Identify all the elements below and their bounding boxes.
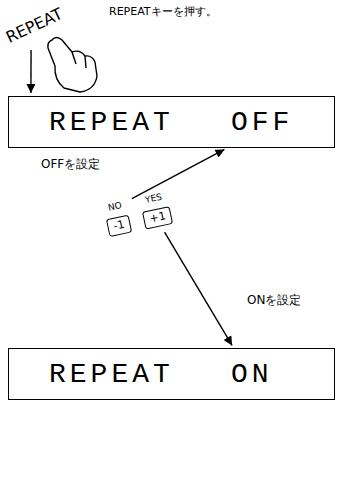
edge-label: ONを設定 xyxy=(246,292,302,309)
key-legend: +1 xyxy=(142,206,173,230)
display-value: OFF xyxy=(231,109,293,137)
arrow-connector xyxy=(165,232,233,345)
instruction-text: REPEATキーを押す。 xyxy=(108,4,218,19)
key-legend: REPEAT xyxy=(3,4,66,47)
finger-crease xyxy=(72,52,86,68)
arrow-connector xyxy=(30,50,32,93)
arrow-connector xyxy=(132,149,225,198)
minus-key: NO-1 xyxy=(103,200,132,237)
lcd-display: REPEAT OFF xyxy=(8,96,335,148)
repeat-key: REPEAT xyxy=(3,4,66,47)
plus-key: YES+1 xyxy=(139,191,173,229)
key-caption: YES xyxy=(139,191,169,207)
display-value: ON xyxy=(231,361,273,389)
display-function: REPEAT xyxy=(49,109,174,137)
key-caption: NO xyxy=(103,200,128,214)
lcd-display: REPEAT ON xyxy=(8,348,335,400)
hand-outline xyxy=(48,38,97,93)
key-legend: -1 xyxy=(106,215,132,237)
display-function: REPEAT xyxy=(49,361,174,389)
pressing-hand xyxy=(48,38,97,93)
edge-label: OFFを設定 xyxy=(40,156,101,173)
